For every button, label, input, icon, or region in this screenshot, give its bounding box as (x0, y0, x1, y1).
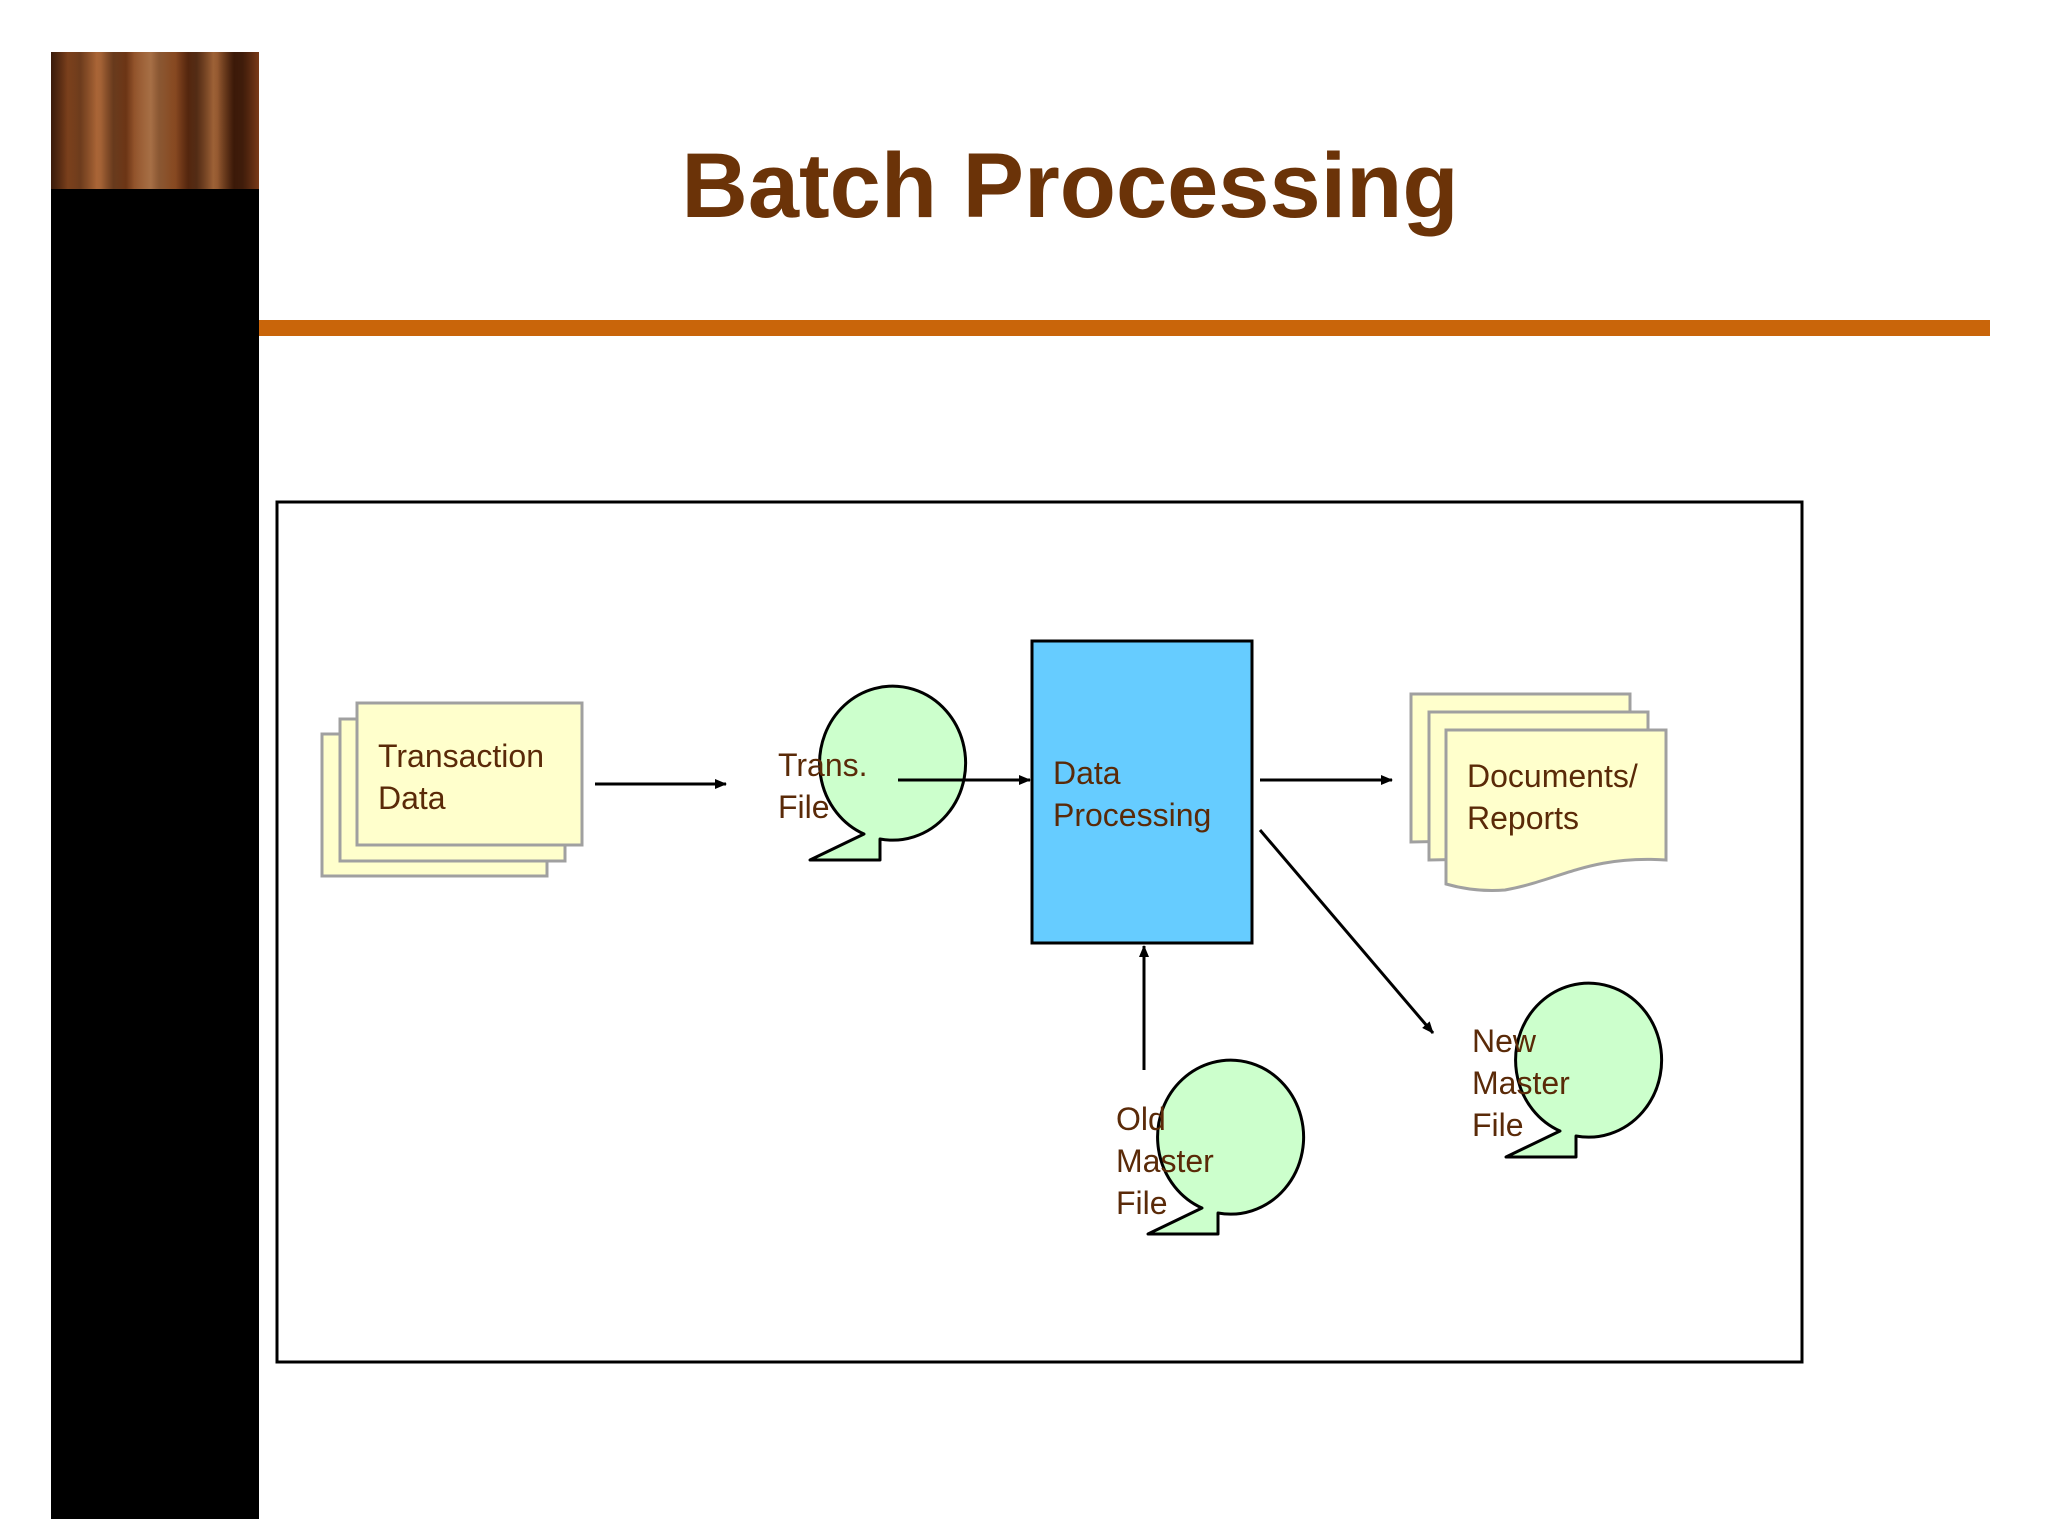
new-master-file-label-line3: File (1472, 1107, 1524, 1143)
old-master-file-label-line1: Old (1116, 1101, 1166, 1137)
transaction-data-node: Transaction Data (320, 701, 584, 878)
trans-file-label-line1: Trans. (778, 747, 868, 783)
data-processing-node: Data Processing (1030, 639, 1254, 945)
trans-file-node: Trans. File (778, 684, 968, 862)
new-master-file-label-line2: Master (1472, 1065, 1570, 1101)
slide-title: Batch Processing (681, 135, 1459, 237)
wood-texture-image (51, 52, 259, 189)
new-master-file-label-line1: New (1472, 1023, 1537, 1059)
new-master-file-node: New Master File (1472, 981, 1664, 1159)
title-underline (259, 320, 1990, 336)
trans-file-label-line2: File (778, 789, 830, 825)
transaction-data-label-line1: Transaction (378, 738, 544, 774)
sidebar-band (51, 52, 259, 1519)
arrow-processing-to-newmaster (1258, 829, 1435, 1034)
old-master-file-node: Old Master File (1116, 1058, 1306, 1236)
old-master-file-label-line3: File (1116, 1185, 1168, 1221)
documents-reports-label-line1: Documents/ (1467, 758, 1638, 794)
transaction-data-label-line2: Data (378, 780, 446, 816)
documents-reports-label-line2: Reports (1467, 800, 1579, 836)
data-processing-label-line2: Processing (1053, 797, 1211, 833)
documents-reports-node: Documents/ Reports (1409, 692, 1668, 892)
data-processing-label-line1: Data (1053, 755, 1121, 791)
old-master-file-label-line2: Master (1116, 1143, 1214, 1179)
